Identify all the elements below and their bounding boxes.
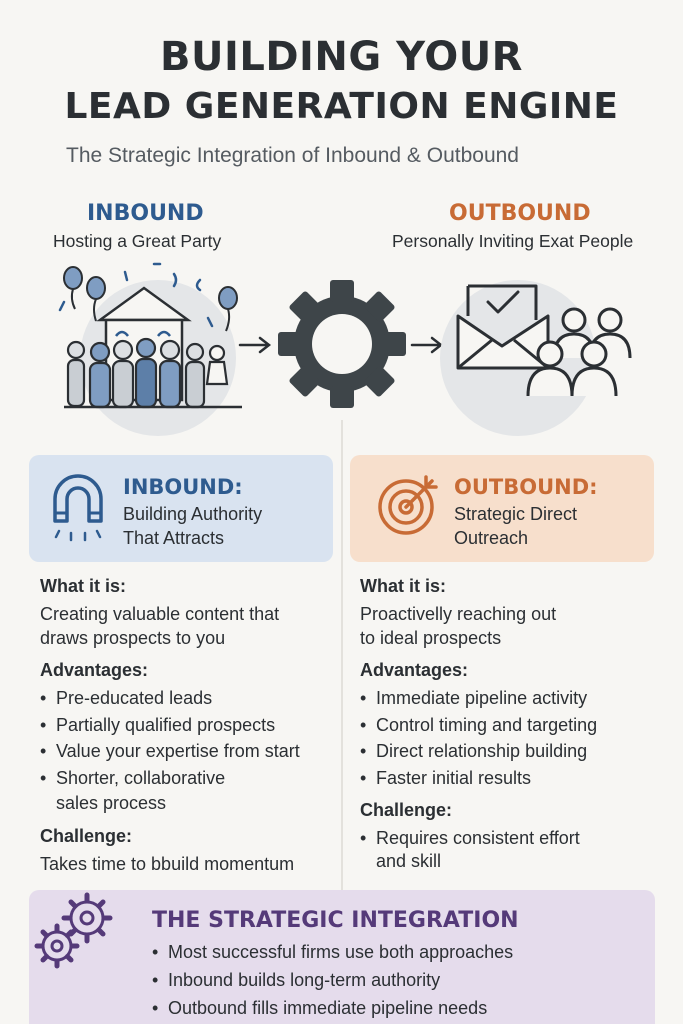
outbound-challenge-list: Requires consistent effort bbox=[360, 825, 580, 852]
list-item: Partially qualified prospects bbox=[40, 712, 300, 739]
column-divider bbox=[341, 420, 343, 890]
inbound-caption: Hosting a Great Party bbox=[53, 231, 222, 251]
list-item: Pre-educated leads bbox=[40, 685, 300, 712]
outbound-challenge-label: Challenge: bbox=[360, 800, 453, 820]
inbound-card-line2: That Attracts bbox=[123, 528, 225, 548]
integration-title: THE STRATEGIC INTEGRATION bbox=[152, 908, 519, 933]
page-subtitle: The Strategic Integration of Inbound & O… bbox=[66, 144, 519, 167]
outbound-card-title: OUTBOUND: bbox=[454, 475, 598, 499]
gears-icon bbox=[34, 892, 113, 969]
inbound-challenge-text: Takes time to bbuild momentum bbox=[40, 854, 295, 874]
inbound-what-label: What it is: bbox=[40, 576, 126, 596]
list-item: Shorter, collaborative bbox=[40, 765, 300, 792]
party-illustration bbox=[58, 262, 242, 436]
page-title-line1: BUILDING YOUR bbox=[160, 34, 523, 80]
list-item: Outbound fills immediate pipeline needs bbox=[152, 994, 513, 1022]
outreach-illustration bbox=[440, 280, 632, 436]
page-title-line2: LEAD GENERATION ENGINE bbox=[64, 86, 619, 127]
outbound-what-line1: Proactivelly reaching out bbox=[360, 604, 557, 624]
arrow-right-icon bbox=[410, 336, 444, 354]
target-icon bbox=[378, 475, 438, 535]
integration-panel: THE STRATEGIC INTEGRATION Most successfu… bbox=[29, 890, 655, 1024]
list-item: Control timing and targeting bbox=[360, 712, 597, 739]
outbound-advantages-list: Immediate pipeline activity Control timi… bbox=[360, 685, 597, 791]
list-item: Direct relationship building bbox=[360, 738, 597, 765]
outbound-heading: OUTBOUND bbox=[449, 201, 591, 226]
list-item: Value your expertise from start bbox=[40, 738, 300, 765]
list-item: Immediate pipeline activity bbox=[360, 685, 597, 712]
list-item: Most successful firms use both approache… bbox=[152, 938, 513, 966]
inbound-advantage-continuation: sales process bbox=[56, 793, 167, 813]
magnet-icon bbox=[53, 474, 103, 542]
integration-list: Most successful firms use both approache… bbox=[152, 938, 513, 1022]
people-group-icon bbox=[526, 307, 632, 397]
inbound-card-title: INBOUND: bbox=[123, 475, 243, 499]
inbound-advantages-list: Pre-educated leads Partially qualified p… bbox=[40, 685, 300, 791]
outbound-caption: Personally Inviting Exat People bbox=[392, 231, 634, 251]
inbound-advantages-label: Advantages: bbox=[40, 660, 149, 680]
balloon-icon bbox=[63, 266, 238, 332]
arrow-right-icon bbox=[238, 336, 272, 354]
inbound-what-line2: draws prospects to you bbox=[40, 628, 226, 648]
gear-icon bbox=[278, 280, 406, 408]
inbound-what-line1: Creating valuable content that bbox=[40, 604, 280, 624]
inbound-challenge-label: Challenge: bbox=[40, 826, 133, 846]
outbound-what-label: What it is: bbox=[360, 576, 446, 596]
outbound-card: OUTBOUND: Strategic Direct Outreach bbox=[350, 455, 654, 562]
people-group-icon bbox=[66, 337, 229, 409]
outbound-advantages-label: Advantages: bbox=[360, 660, 469, 680]
outbound-what-line2: to ideal prospects bbox=[360, 628, 502, 648]
inbound-card-line1: Building Authority bbox=[123, 504, 263, 524]
outbound-card-line1: Strategic Direct bbox=[454, 504, 578, 524]
list-item: Faster initial results bbox=[360, 765, 597, 792]
list-item: Requires consistent effort bbox=[360, 825, 580, 852]
outbound-challenge-continuation: and skill bbox=[376, 851, 442, 871]
outbound-card-line2: Outreach bbox=[454, 528, 529, 548]
list-item: Inbound builds long-term authority bbox=[152, 966, 513, 994]
inbound-card: INBOUND: Building Authority That Attract… bbox=[29, 455, 333, 562]
inbound-heading: INBOUND bbox=[87, 201, 204, 226]
